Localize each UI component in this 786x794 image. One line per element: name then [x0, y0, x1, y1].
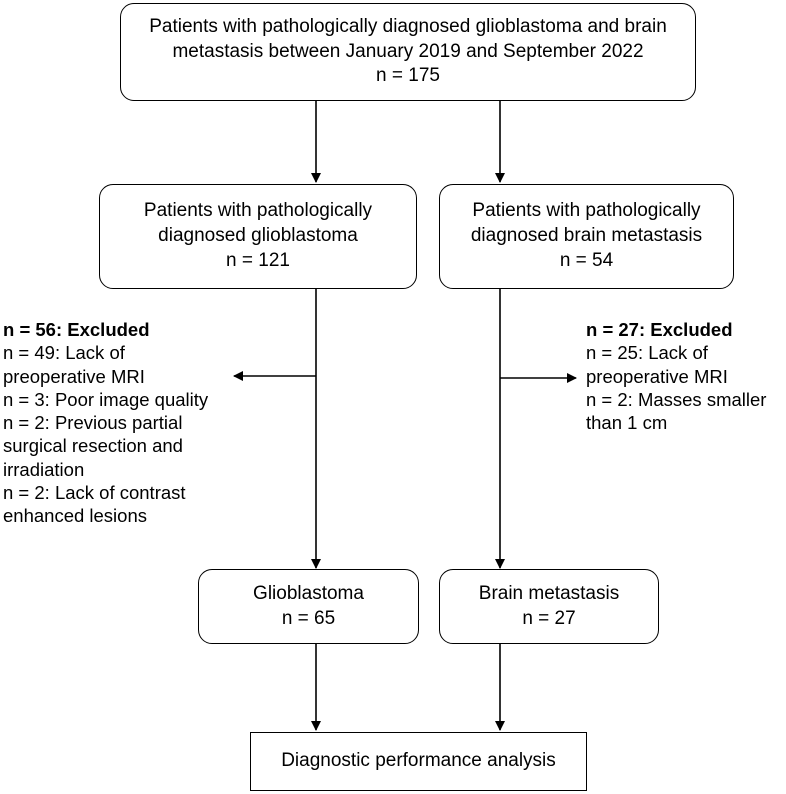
glioblastoma-final-label: Glioblastoma — [253, 582, 364, 604]
metastasis-exclusion-header: n = 27: Excluded — [586, 319, 733, 340]
metastasis-final-box: Brain metastasis n = 27 — [439, 569, 659, 644]
glioblastoma-final-count: n = 65 — [281, 607, 336, 629]
glioblastoma-exclusion-header: n = 56: Excluded — [3, 319, 150, 340]
metastasis-patients-line-2: diagnosed brain metastasis — [470, 225, 703, 247]
metastasis-patients-count: n = 54 — [559, 249, 614, 271]
glioblastoma-exclusion-line: n = 3: Poor image quality — [3, 388, 209, 410]
glioblastoma-exclusion-line: surgical resection and — [3, 435, 183, 457]
glioblastoma-patients-line-2: diagnosed glioblastoma — [158, 225, 358, 247]
glioblastoma-exclusion-note: n = 56: Excluded n = 49: Lack of preoper… — [3, 318, 303, 528]
all-patients-line-2: metastasis between January 2019 and Sept… — [172, 40, 644, 62]
glioblastoma-exclusion-line: irradiation — [3, 458, 85, 480]
metastasis-exclusion-line: n = 25: Lack of — [586, 342, 708, 364]
metastasis-exclusion-line: preoperative MRI — [586, 365, 728, 387]
metastasis-exclusion-note: n = 27: Excluded n = 25: Lack of preoper… — [586, 318, 782, 434]
glioblastoma-patients-count: n = 121 — [226, 249, 290, 271]
glioblastoma-exclusion-line: enhanced lesions — [3, 505, 147, 527]
glioblastoma-patients-line-1: Patients with pathologically — [143, 200, 373, 222]
glioblastoma-patients-box: Patients with pathologically diagnosed g… — [99, 184, 417, 289]
glioblastoma-exclusion-line: n = 49: Lack of — [3, 342, 125, 364]
glioblastoma-exclusion-line: n = 2: Lack of contrast — [3, 482, 186, 504]
all-patients-line-1: Patients with pathologically diagnosed g… — [149, 15, 667, 37]
glioblastoma-exclusion-line: preoperative MRI — [3, 365, 145, 387]
all-patients-count: n = 175 — [376, 65, 440, 87]
analysis-box: Diagnostic performance analysis — [250, 732, 587, 791]
metastasis-final-count: n = 27 — [522, 607, 576, 629]
metastasis-patients-line-1: Patients with pathologically — [472, 200, 701, 222]
metastasis-exclusion-line: n = 2: Masses smaller — [586, 388, 767, 410]
glioblastoma-final-box: Glioblastoma n = 65 — [198, 569, 419, 644]
metastasis-final-label: Brain metastasis — [478, 582, 620, 604]
all-patients-box: Patients with pathologically diagnosed g… — [120, 3, 696, 101]
glioblastoma-exclusion-line: n = 2: Previous partial — [3, 412, 183, 434]
metastasis-patients-box: Patients with pathologically diagnosed b… — [439, 184, 734, 289]
analysis-label: Diagnostic performance analysis — [281, 750, 556, 772]
metastasis-exclusion-line: than 1 cm — [586, 412, 668, 434]
